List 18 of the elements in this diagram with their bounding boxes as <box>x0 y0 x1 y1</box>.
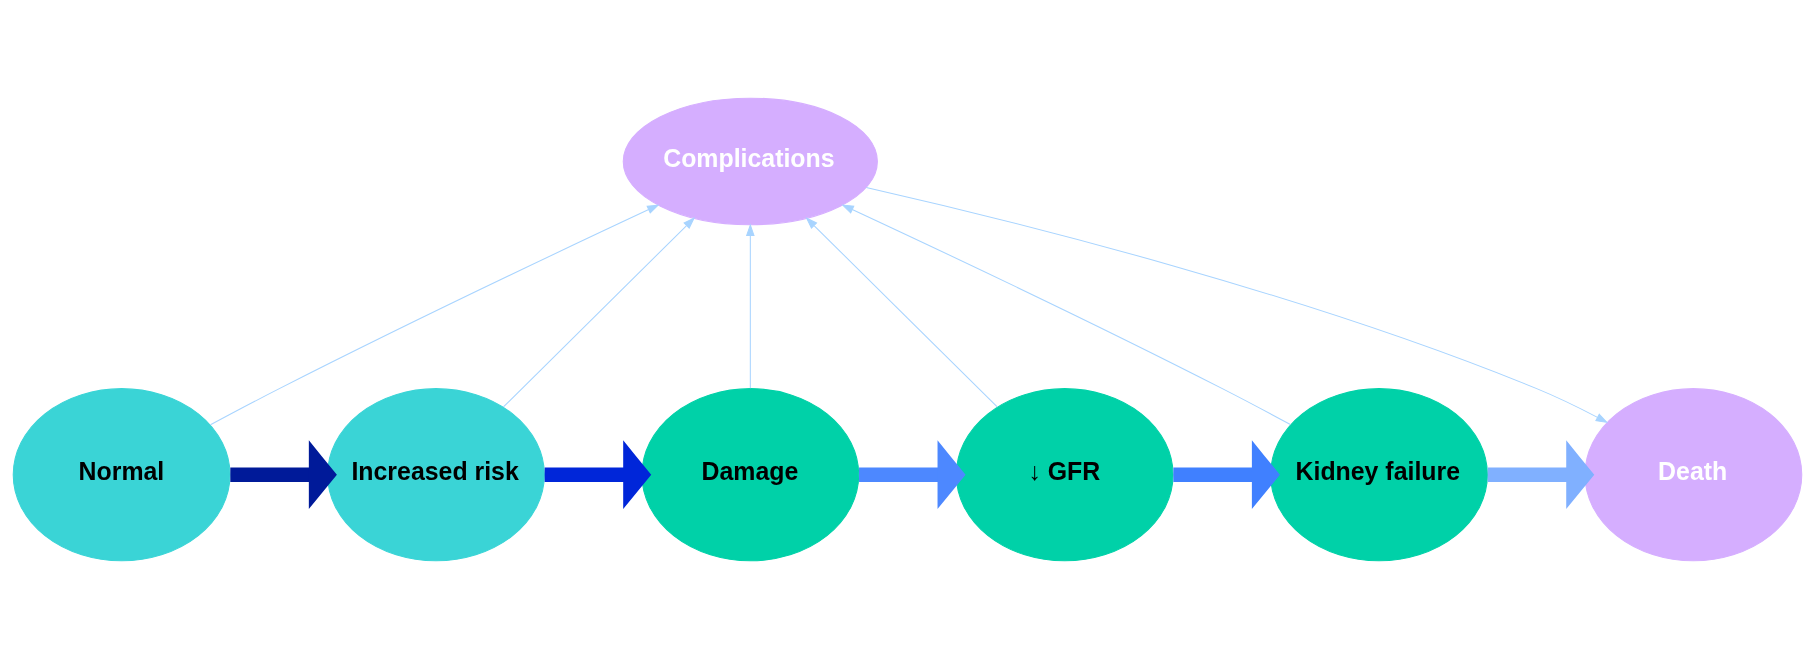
arrow <box>859 439 966 509</box>
node-ellipse: Kidney failure <box>1270 387 1488 561</box>
node-ellipse: Death <box>1584 387 1803 561</box>
arrow <box>805 216 998 407</box>
node-ellipse: Increased risk <box>327 387 545 561</box>
arrow <box>502 216 696 407</box>
node-ellipse: Complications <box>622 97 878 225</box>
arrow <box>865 186 1609 423</box>
arrow <box>841 203 1291 425</box>
node-ellipse: ↓ GFR <box>955 387 1174 561</box>
arrow <box>544 439 652 509</box>
arrow <box>230 439 337 509</box>
arrow <box>1487 439 1595 509</box>
arrow <box>745 222 755 389</box>
node-ellipse: Damage <box>641 387 860 561</box>
node-ellipse: Normal <box>12 387 231 561</box>
arrow <box>1173 439 1280 509</box>
arrow <box>209 204 660 425</box>
